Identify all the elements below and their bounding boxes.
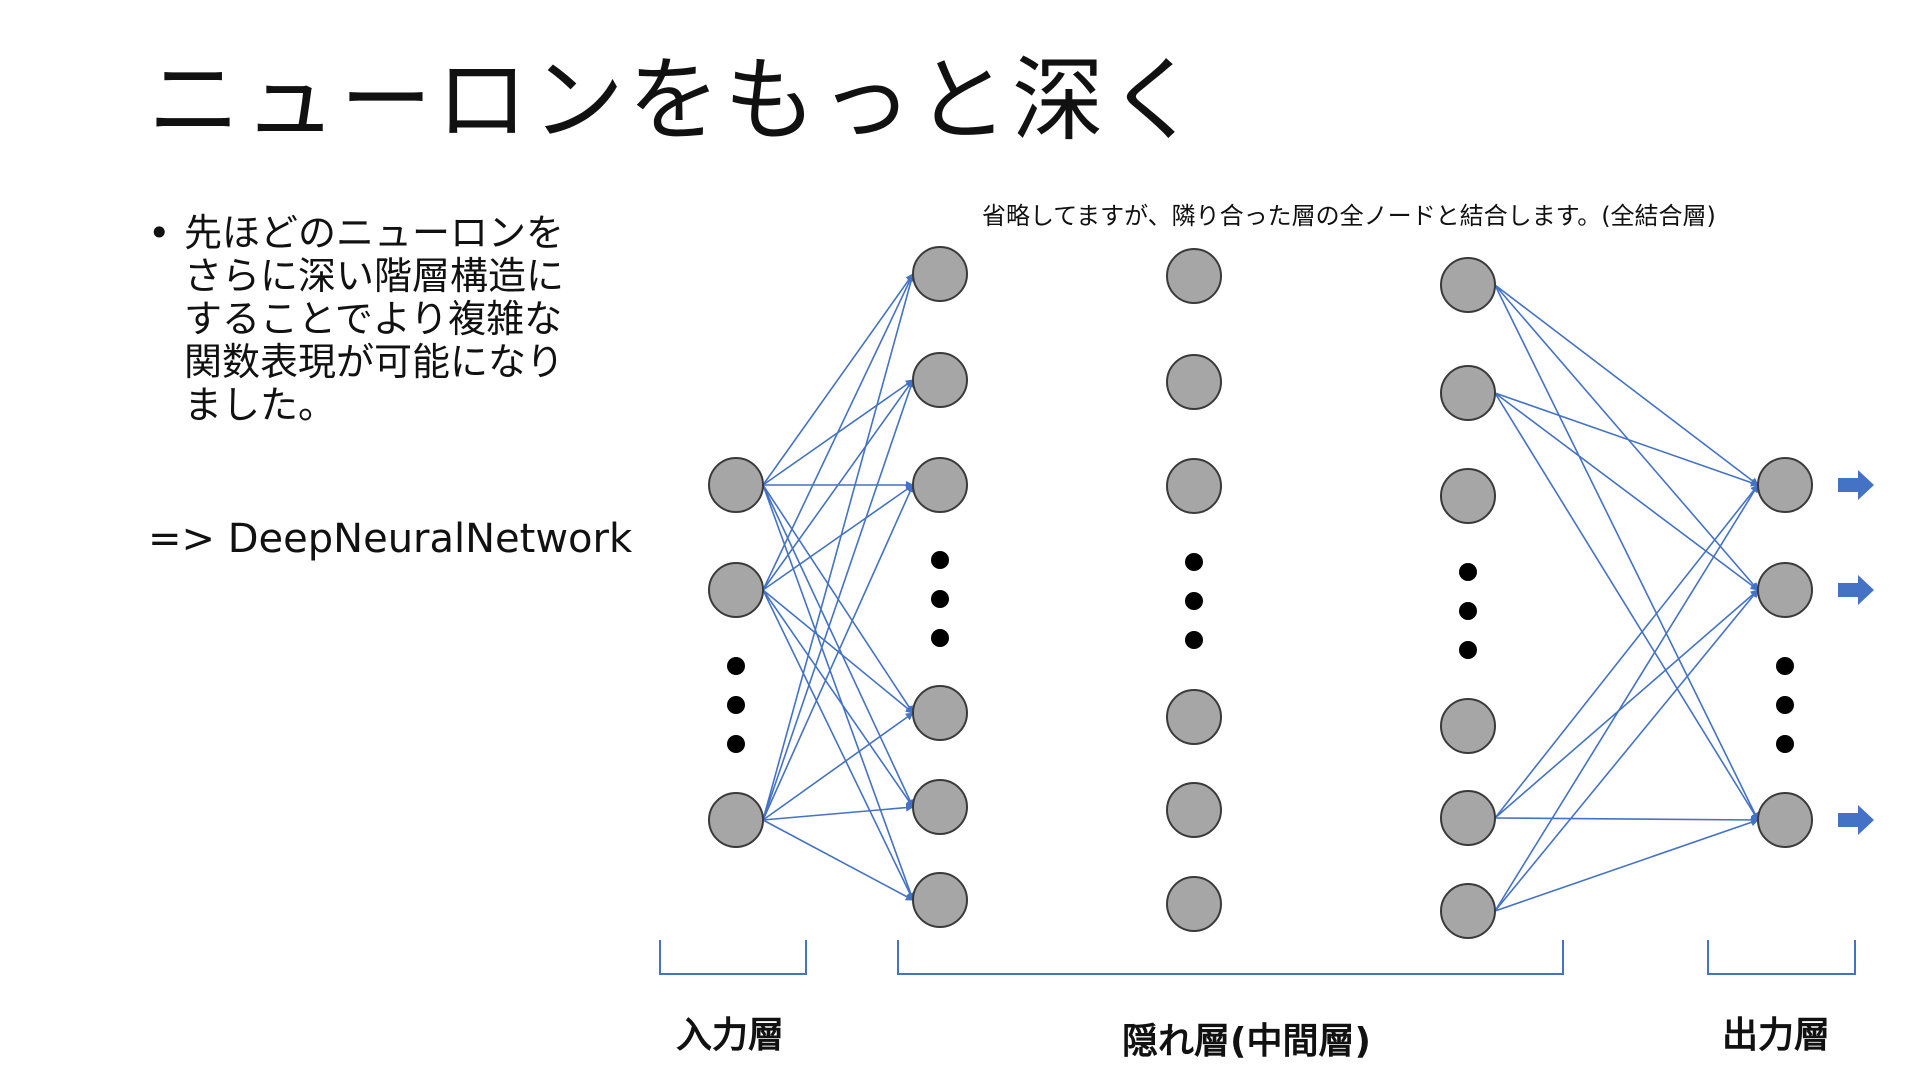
neuron-node-hidden-1 <box>912 246 968 302</box>
connection-edge <box>1494 284 1759 486</box>
bullet-line: することでより複雑な <box>184 296 563 341</box>
connection-edge <box>1494 818 1759 912</box>
neuron-node-hidden-3 <box>1440 365 1496 421</box>
ellipsis-dot <box>931 551 949 569</box>
ellipsis-dot <box>1459 602 1477 620</box>
connection-edge <box>762 589 914 808</box>
connection-edge <box>1494 589 1759 912</box>
connection-edge <box>762 273 916 821</box>
neuron-node-input <box>708 792 764 848</box>
input-layer-bracket <box>659 940 807 975</box>
connection-edge <box>1494 392 1759 821</box>
bullet-marker: • <box>148 211 171 255</box>
connection-edge <box>762 484 914 821</box>
neuron-node-hidden-1 <box>912 685 968 741</box>
connection-edge <box>1494 392 1759 487</box>
ellipsis-dot <box>727 696 745 714</box>
ellipsis-dot <box>727 657 745 675</box>
neuron-node-hidden-2 <box>1166 689 1222 745</box>
neuron-node-hidden-3 <box>1440 790 1496 846</box>
ellipsis-dot <box>1776 657 1794 675</box>
neuron-node-hidden-3 <box>1440 698 1496 754</box>
ellipsis-dot <box>1459 641 1477 659</box>
ellipsis-dot <box>727 735 745 753</box>
bullet-line: 先ほどのニューロンを <box>184 211 565 255</box>
bullet-line: 関数表現が可能になり <box>184 339 565 384</box>
connection-edge <box>1494 589 1759 819</box>
connection-edge <box>762 379 915 821</box>
ellipsis-dot <box>931 629 949 647</box>
hidden-layer-label: 隠れ層(中間層) <box>1122 1021 1371 1062</box>
connection-edge <box>1494 484 1759 912</box>
neuron-node-hidden-1 <box>912 457 968 513</box>
neuron-node-hidden-1 <box>912 352 968 408</box>
hidden-layer-bracket <box>897 940 1564 975</box>
page-title: ニューロンをもっと深く <box>148 47 1205 154</box>
connection-edge <box>1494 284 1759 821</box>
ellipsis-dot <box>1185 592 1203 610</box>
connection-edge <box>762 589 914 901</box>
ellipsis-dot <box>1776 696 1794 714</box>
neuron-node-hidden-3 <box>1440 883 1496 939</box>
connection-edge <box>762 803 914 821</box>
connection-edge <box>1494 284 1759 591</box>
neuron-node-hidden-2 <box>1166 782 1222 838</box>
connection-edge <box>1494 484 1759 819</box>
neuron-node-input <box>708 562 764 618</box>
ellipsis-dot <box>1185 553 1203 571</box>
output-arrow-icon <box>1838 805 1874 835</box>
ellipsis-dot <box>1185 631 1203 649</box>
neuron-node-hidden-2 <box>1166 458 1222 514</box>
connection-edge <box>1494 815 1759 824</box>
dnn-text: => DeepNeuralNetwork <box>148 516 633 562</box>
neuron-node-hidden-2 <box>1166 876 1222 932</box>
neuron-node-hidden-3 <box>1440 257 1496 313</box>
connection-edge <box>1494 392 1759 591</box>
ellipsis-dot <box>1459 563 1477 581</box>
output-arrow-icon <box>1838 575 1874 605</box>
connection-edge <box>762 712 914 821</box>
input-layer-label: 入力層 <box>676 1015 785 1056</box>
connection-edge <box>762 273 914 486</box>
ellipsis-dot <box>931 590 949 608</box>
bullet-item: • 先ほどのニューロンを さらに深い階層構造に することでより複雑な 関数表現が… <box>148 212 608 427</box>
connection-edge <box>762 273 914 591</box>
bullet-line: さらに深い階層構造に <box>184 253 565 298</box>
neuron-node-input <box>708 457 764 513</box>
neuron-node-output <box>1757 562 1813 618</box>
connection-note: 省略してますが、隣り合った層の全ノードと結合します。(全結合層) <box>982 202 1716 230</box>
output-layer-label: 出力層 <box>1722 1015 1831 1056</box>
connection-edge <box>762 484 914 591</box>
ellipsis-dot <box>1776 735 1794 753</box>
neuron-node-hidden-3 <box>1440 468 1496 524</box>
neuron-node-output <box>1757 792 1813 848</box>
neuron-node-hidden-1 <box>912 872 968 928</box>
neuron-node-hidden-1 <box>912 779 968 835</box>
neuron-node-hidden-2 <box>1166 248 1222 304</box>
output-layer-bracket <box>1707 940 1856 975</box>
connection-edge <box>762 819 914 901</box>
output-arrow-icon <box>1838 470 1874 500</box>
connection-edge <box>762 379 914 591</box>
neuron-node-hidden-2 <box>1166 354 1222 410</box>
neuron-node-output <box>1757 457 1813 513</box>
bullet-list: • 先ほどのニューロンを さらに深い階層構造に することでより複雑な 関数表現が… <box>148 212 608 427</box>
bullet-line: ました。 <box>184 382 337 427</box>
